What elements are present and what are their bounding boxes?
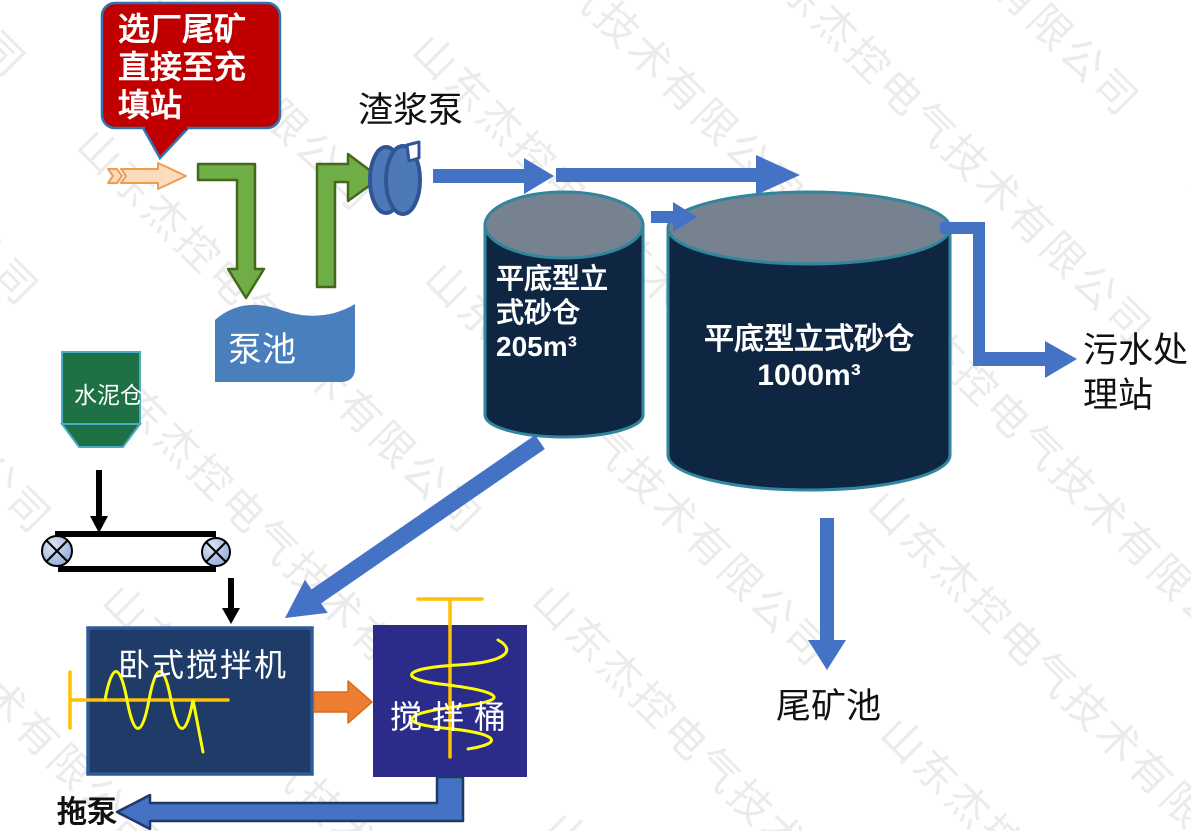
- large-silo-tank: [666, 190, 952, 492]
- horizontal-mixer: [68, 626, 314, 776]
- tailings-pond-label: 尾矿池: [776, 687, 882, 726]
- slurry-pump-label: 渣浆泵: [358, 91, 464, 130]
- barrel-label: 搅拌桶: [390, 699, 517, 735]
- mixer-to-barrel-arrow: [313, 680, 373, 724]
- tank-link-arrow: [651, 202, 697, 232]
- conveyor-down-arrow: [222, 578, 240, 624]
- slurry-pump-icon: [368, 140, 422, 216]
- small-tank-label: 平底型立 式砂仓 205m³: [496, 263, 609, 362]
- sewage-pipe-arrow: [940, 222, 1077, 378]
- cement-silo: [60, 351, 142, 448]
- silo-down-arrow: [90, 470, 108, 533]
- pump-pool: [215, 304, 355, 382]
- conveyor-belt: [41, 531, 231, 572]
- tailings-pond-arrow: [808, 518, 846, 670]
- to-large-tank-arrow: [556, 155, 800, 195]
- mixer-label: 卧式搅拌机: [118, 647, 289, 683]
- mixing-barrel: [373, 597, 527, 777]
- sewage-station-label: 污水处 理站: [1083, 331, 1189, 415]
- trailer-pump-label: 拖泵: [57, 796, 117, 829]
- large-tank-label: 平底型立式砂仓 1000m³: [704, 323, 914, 392]
- elbow-arrow-to-pump: [315, 152, 382, 289]
- callout-text: 选厂尾矿 直接至充 填站: [118, 11, 247, 123]
- cement-silo-label: 水泥仓: [74, 382, 143, 408]
- small-silo-tank: [483, 190, 645, 439]
- tank-to-mixer-arrow: [285, 435, 545, 618]
- feed-striped-arrow: [107, 162, 187, 190]
- callout-bubble: [100, 1, 282, 161]
- elbow-arrow-to-pool: [196, 162, 266, 300]
- pump-to-small-tank-arrow: [433, 158, 554, 194]
- barrel-to-trailer-pump-arrow: [115, 775, 465, 831]
- pump-pool-label: 泵池: [228, 331, 296, 369]
